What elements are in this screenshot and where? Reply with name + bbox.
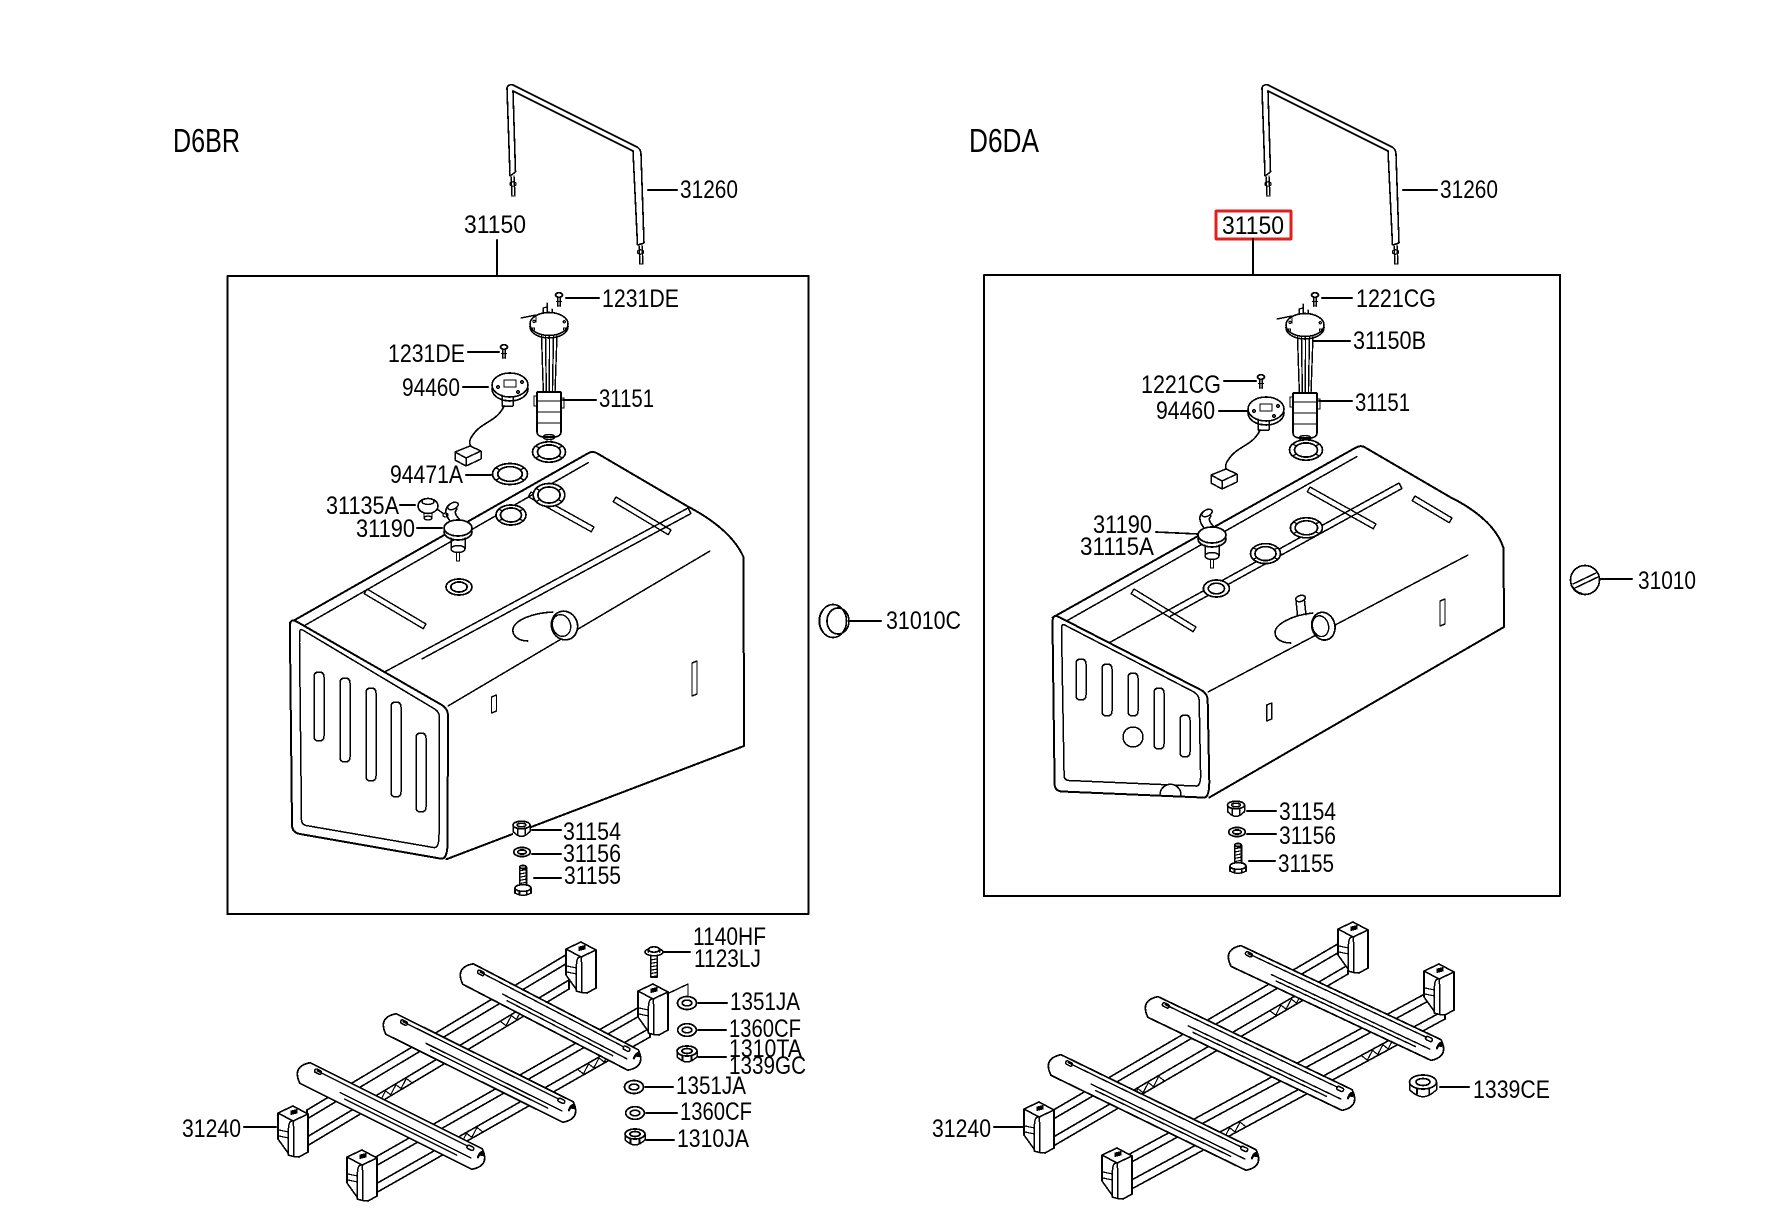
svg-text:31156: 31156 [563,840,621,868]
svg-text:1351JA: 1351JA [730,988,800,1016]
svg-text:1221CG: 1221CG [1356,285,1436,313]
svg-text:31151: 31151 [599,385,654,413]
svg-text:31156: 31156 [1279,822,1336,850]
svg-text:1360CF: 1360CF [729,1015,801,1043]
svg-text:1339CE: 1339CE [1473,1076,1550,1104]
svg-text:31010C: 31010C [886,607,961,635]
svg-text:31154: 31154 [1279,798,1336,826]
svg-text:1339GC: 1339GC [729,1052,806,1080]
svg-text:31155: 31155 [1278,850,1334,878]
svg-text:31150: 31150 [1222,212,1284,240]
svg-text:1231DE: 1231DE [602,285,679,313]
svg-text:31260: 31260 [680,176,738,204]
svg-text:31150B: 31150B [1353,327,1426,355]
svg-text:1140HF: 1140HF [693,923,766,951]
svg-text:94471A: 94471A [390,461,463,489]
svg-text:31190: 31190 [1093,511,1152,539]
svg-text:1231DE: 1231DE [388,340,465,368]
svg-text:D6BR: D6BR [173,122,240,159]
svg-text:31150: 31150 [464,211,526,239]
svg-text:31135A: 31135A [326,492,399,520]
svg-text:31151: 31151 [1355,389,1410,417]
svg-text:1360CF: 1360CF [680,1098,752,1126]
svg-text:D6DA: D6DA [969,122,1039,159]
svg-text:1310JA: 1310JA [677,1125,749,1153]
svg-text:94460: 94460 [1156,397,1215,425]
svg-text:31154: 31154 [563,818,621,846]
svg-text:31115A: 31115A [1080,533,1154,561]
svg-text:31240: 31240 [932,1115,991,1143]
svg-text:31155: 31155 [564,862,621,890]
svg-text:31190: 31190 [356,515,415,543]
svg-text:31240: 31240 [182,1115,241,1143]
svg-text:1310TA: 1310TA [729,1035,802,1063]
svg-text:1221CG: 1221CG [1141,371,1221,399]
svg-text:31260: 31260 [1440,176,1498,204]
svg-text:31010: 31010 [1638,567,1696,595]
svg-text:1351JA: 1351JA [676,1072,746,1100]
svg-text:1123LJ: 1123LJ [694,945,761,973]
svg-text:94460: 94460 [402,374,460,402]
